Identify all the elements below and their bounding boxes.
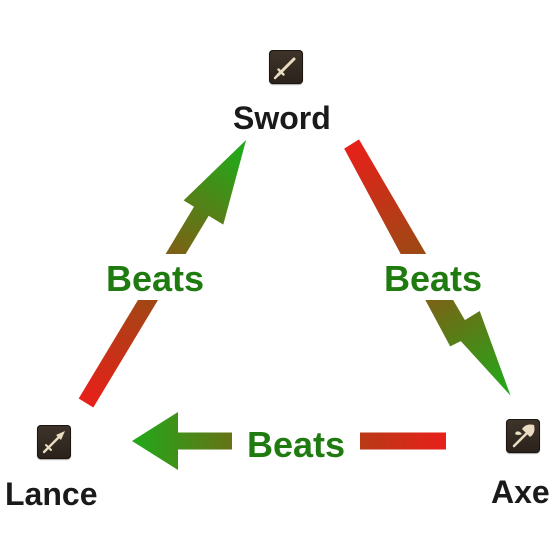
beats-label-bg-right <box>372 254 492 300</box>
beats-label-right: Beats <box>384 258 482 299</box>
weapon-label-axe: Axe <box>491 474 550 510</box>
sword-icon <box>269 50 303 84</box>
beats-label-bg-left <box>94 254 214 300</box>
axe-icon <box>506 419 540 453</box>
beats-label-bg-bottom <box>232 420 360 466</box>
beats-label-left: Beats <box>106 258 204 299</box>
beats-label-bottom: Beats <box>247 424 345 465</box>
weapon-label-sword: Sword <box>233 100 331 136</box>
lance-icon <box>37 425 71 459</box>
weapon-label-lance: Lance <box>5 476 98 512</box>
